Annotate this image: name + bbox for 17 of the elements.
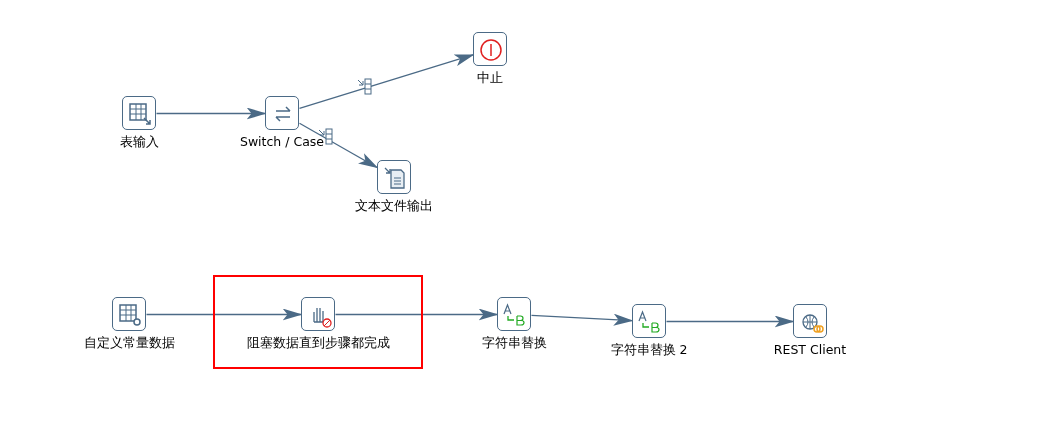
step-label: 表输入 [119, 134, 159, 151]
step-label: 自定义常量数据 [83, 335, 175, 352]
step-label: 文本文件输出 [355, 198, 433, 215]
step-label: 阻塞数据直到步骤都完成 [246, 335, 390, 352]
highlight-frame [213, 275, 423, 369]
arrow [298, 122, 379, 169]
arrow [155, 107, 267, 120]
step-label: Switch / Case [239, 134, 325, 149]
step-label: 中止 [477, 70, 503, 87]
step-label: 字符串替换 2 [610, 342, 688, 359]
arrow [665, 315, 795, 328]
arrow [298, 54, 475, 109]
arrow [334, 308, 499, 321]
step-label: REST Client [773, 342, 847, 357]
arrow [145, 308, 303, 321]
arrow [530, 313, 634, 326]
step-label: 字符串替换 [481, 335, 547, 352]
